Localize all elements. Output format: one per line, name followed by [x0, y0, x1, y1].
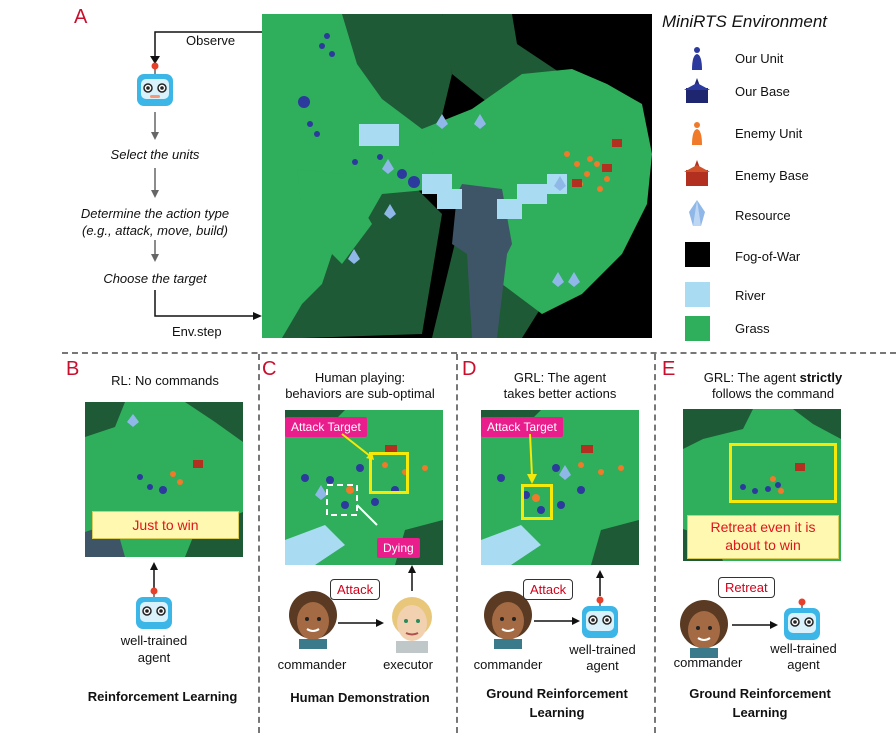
panel-e-target-box — [729, 443, 837, 503]
panel-e-commander-label: commander — [673, 655, 743, 670]
legend-grass: Grass — [735, 321, 770, 336]
panel-d-footer-2: Learning — [529, 705, 585, 720]
divider-bc — [258, 354, 260, 733]
panel-c-up-arrow — [408, 565, 416, 591]
panel-d-attack-target-tag: Attack Target — [481, 417, 563, 437]
panel-c-letter: C — [262, 358, 277, 380]
panel-c-target-arrow — [341, 433, 374, 460]
panel-d-agent-line1: well-trained — [569, 642, 636, 657]
grass-swatch — [685, 316, 710, 341]
legend-resource: Resource — [735, 208, 791, 223]
retreat-note: Retreat even it is about to win — [687, 515, 839, 559]
panel-c-executor-label: executor — [383, 657, 433, 672]
observe-label: Observe — [186, 33, 236, 48]
legend-our-unit: Our Unit — [735, 51, 784, 66]
panel-b-up-arrow — [150, 562, 158, 588]
panel-c-caption-1: Human playing: — [314, 370, 406, 385]
panel-e-robot-icon — [784, 598, 820, 640]
panel-e-footer-1: Ground Reinforcement — [689, 686, 831, 701]
legend-fog: Fog-of-War — [735, 249, 801, 264]
panel-e-agent-line2: agent — [787, 657, 820, 672]
panel-d-letter: D — [462, 358, 477, 380]
our-unit-icon — [692, 47, 702, 70]
legend-our-base: Our Base — [735, 84, 790, 99]
step-action-examples: (e.g., attack, move, build) — [82, 223, 228, 238]
executor-avatar — [392, 597, 432, 653]
enemy-unit-icon — [692, 122, 702, 145]
legend-enemy-base: Enemy Base — [735, 168, 809, 183]
panel-c-commander-label: commander — [277, 657, 347, 672]
flow-arrows — [151, 112, 159, 262]
observe-arrow — [150, 31, 265, 64]
panel-e-footer-2: Learning — [732, 705, 788, 720]
step-select-units: Select the units — [110, 147, 200, 162]
panel-e-retreat-bubble: Retreat — [718, 577, 775, 598]
panel-b-footer: Reinforcement Learning — [87, 689, 238, 704]
panel-d-robot-icon — [582, 596, 618, 638]
divider-de — [654, 354, 656, 733]
panel-e-command-arrow — [732, 621, 778, 629]
panel-d-footer-1: Ground Reinforcement — [486, 686, 628, 701]
panel-e-caption-bold: strictly — [799, 370, 843, 385]
legend-icons — [684, 47, 710, 226]
panel-d-target-box — [521, 484, 553, 520]
panel-c-dying-tag: Dying — [377, 538, 420, 558]
river-swatch — [685, 282, 710, 307]
panel-b-agent-line1: well-trained — [120, 633, 188, 648]
legend-enemy-unit: Enemy Unit — [735, 126, 803, 141]
minirts-map — [262, 14, 652, 338]
divider-cd — [456, 354, 458, 733]
enemy-base-icon — [684, 160, 710, 186]
our-base-icon — [684, 78, 710, 103]
panel-d-agent-line2: agent — [586, 658, 619, 673]
panel-c-attack-bubble: Attack — [330, 579, 381, 600]
retreat-note-line1: Retreat even it is — [710, 519, 816, 535]
fog-swatch — [685, 242, 710, 267]
panel-d-command-arrow — [534, 617, 580, 625]
panel-b-agent-line2: agent — [137, 650, 171, 665]
panel-e-letter: E — [662, 358, 676, 380]
panel-d-commander-label: commander — [473, 657, 543, 672]
panel-a-letter: A — [74, 6, 88, 28]
panel-e-caption-2: follows the command — [711, 386, 835, 401]
commander-avatar — [289, 591, 337, 649]
panel-e-agent-line1: well-trained — [770, 641, 837, 656]
panel-d-up-arrow — [596, 570, 604, 596]
panel-d-target-arrow — [527, 433, 537, 484]
horizontal-divider — [62, 352, 896, 354]
legend-title: MiniRTS Environment — [662, 12, 828, 31]
panel-d-caption-1: GRL: The agent — [513, 370, 607, 385]
commander-avatar — [680, 600, 728, 658]
step-choose-target: Choose the target — [103, 271, 207, 286]
panel-b-letter: B — [66, 358, 80, 380]
panel-c-footer: Human Demonstration — [290, 690, 430, 705]
panel-c-target-box — [369, 452, 409, 494]
robot-agent-icon — [137, 62, 173, 106]
commander-avatar — [484, 591, 532, 649]
legend-river: River — [735, 288, 766, 303]
panel-c-caption-2: behaviors are sub-optimal — [285, 386, 435, 401]
retreat-note-line2: about to win — [725, 537, 801, 553]
panel-c-attack-target-tag: Attack Target — [285, 417, 367, 437]
panel-b-caption: RL: No commands — [111, 373, 219, 388]
panel-c-command-arrow — [338, 619, 384, 627]
panel-e-caption-1: GRL: The agent strictly — [668, 370, 878, 385]
resource-icon — [689, 200, 705, 226]
just-to-win-note: Just to win — [92, 511, 239, 539]
env-step-label: Env.step — [172, 324, 222, 339]
panel-d-attack-bubble: Attack — [523, 579, 574, 600]
env-step-arrow — [154, 290, 262, 320]
panel-d-caption-2: takes better actions — [503, 386, 617, 401]
panel-b-robot-icon — [136, 587, 172, 629]
step-determine-action: Determine the action type — [80, 206, 230, 221]
panel-e-caption-pre: GRL: The agent — [703, 370, 800, 385]
